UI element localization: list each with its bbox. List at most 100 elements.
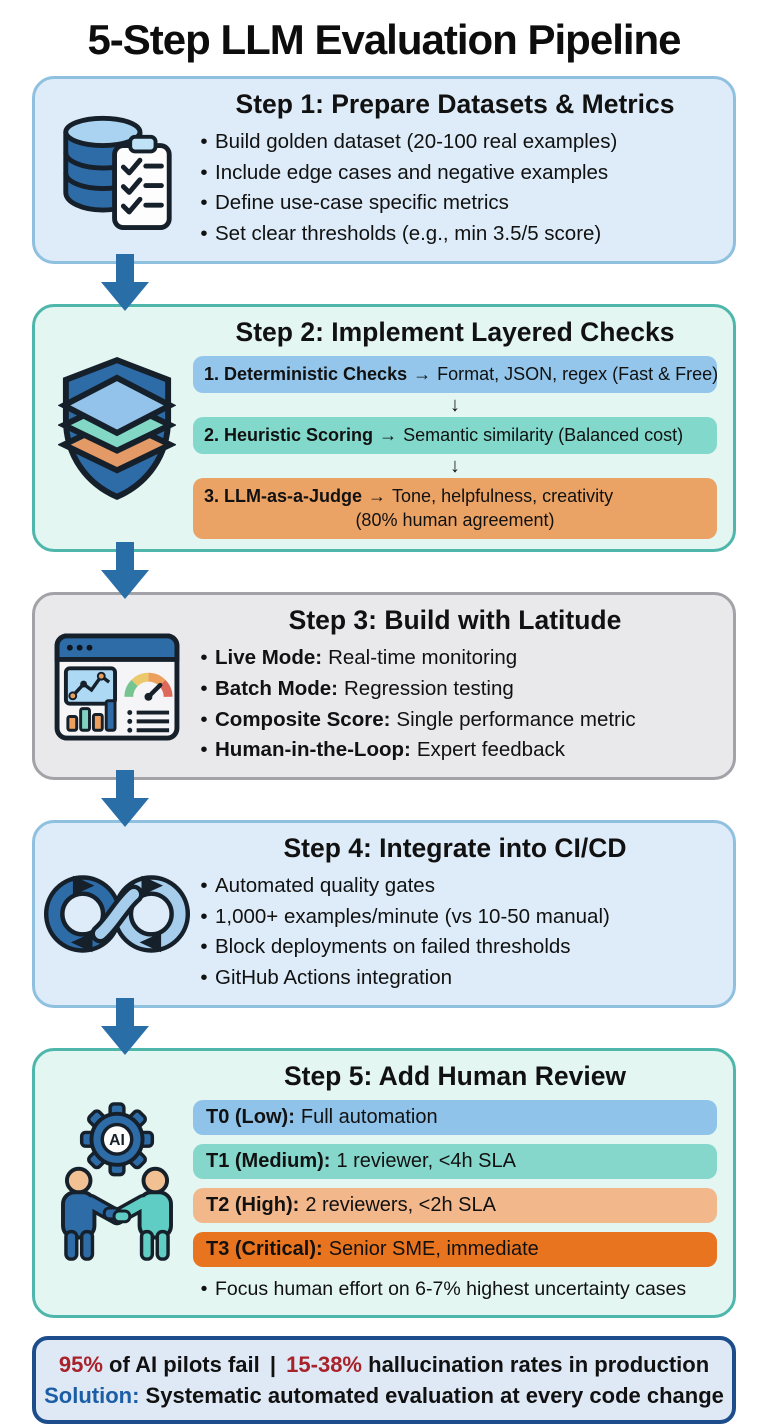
bullet-text: Live Mode:Real-time monitoring: [215, 646, 518, 670]
svg-text:AI: AI: [109, 1132, 125, 1149]
bullet-text: Block deployments on failed thresholds: [215, 935, 571, 959]
bullet-icon: •: [200, 160, 208, 184]
list-item: • Live Mode:Real-time monitoring: [193, 644, 717, 672]
list-item: • Composite Score:Single performance metr…: [193, 706, 717, 734]
tier-text: 1 reviewer, <4h SLA: [336, 1149, 516, 1172]
pill-text: Semantic similarity (Balanced cost): [403, 425, 684, 446]
bullet-icon: •: [200, 707, 208, 731]
pill-label: 2. Heuristic Scoring: [204, 425, 374, 446]
bullet-text: Set clear thresholds (e.g., min 3.5/5 sc…: [215, 222, 602, 246]
step-5-icon-col: AI: [41, 1102, 193, 1264]
list-item: •Focus human effort on 6-7% highest unce…: [193, 1276, 717, 1302]
bullet-icon: •: [200, 646, 208, 670]
flow-arrow-down: [101, 542, 149, 600]
check-pill-deterministic: 1. Deterministic Checks→Format, JSON, re…: [193, 355, 719, 394]
flow-arrow-down: [101, 769, 149, 828]
list-item: • GitHub Actions integration: [193, 964, 717, 992]
tier-t3: T3 (Critical):Senior SME, immediate: [193, 1231, 717, 1267]
tier-label: T0 (Low):: [206, 1105, 295, 1128]
stat-text: of AI pilots fail: [109, 1351, 260, 1377]
infographic: 5-Step LLM Evaluation Pipeline Step 1: P…: [0, 16, 768, 1424]
list-item: • Block deployments on failed thresholds: [193, 933, 717, 961]
page-title: 5-Step LLM Evaluation Pipeline: [87, 16, 681, 63]
bullet-icon: •: [200, 904, 208, 928]
tier-text: Full automation: [300, 1105, 438, 1128]
pill-text: Tone, helpfulness, creativity: [392, 486, 614, 507]
step-4-icon-col: [41, 865, 193, 963]
flow-arrow-down: [101, 253, 149, 312]
bullet-icon: •: [200, 1277, 208, 1300]
handshake-ai-icon: AI: [61, 1102, 173, 1261]
step-4-card: Step 4: Integrate into CI/CD • Automated …: [32, 819, 736, 1008]
bullet-text: 1,000+ examples/minute (vs 10-50 manual): [215, 904, 610, 928]
solution-text: Systematic automated evaluation at every…: [145, 1383, 724, 1409]
list-item: • Automated quality gates: [193, 872, 717, 900]
layered-shield-icon: [58, 356, 176, 501]
step-2-heading: Step 2: Implement Layered Checks: [235, 316, 675, 347]
down-arrow-glyph: ↓: [450, 455, 460, 478]
divider-bar: |: [269, 1351, 277, 1377]
bullet-text: Automated quality gates: [215, 873, 435, 897]
right-arrow-glyph: →: [379, 425, 398, 446]
bullet-text: Build golden dataset (20-100 real exampl…: [215, 130, 618, 153]
bullet-text: Composite Score:Single performance metri…: [215, 707, 636, 731]
list-item: • 1,000+ examples/minute (vs 10-50 manual…: [193, 903, 717, 931]
down-arrow-glyph: ↓: [450, 394, 460, 417]
step-1-heading: Step 1: Prepare Datasets & Metrics: [235, 89, 675, 119]
bullet-icon: •: [200, 676, 208, 700]
bullet-icon: •: [200, 222, 208, 246]
step-4-heading: Step 4: Integrate into CI/CD: [283, 832, 627, 863]
tier-label: T3 (Critical):: [206, 1237, 323, 1260]
tier-t1: T1 (Medium):1 reviewer, <4h SLA: [193, 1143, 717, 1179]
pill-text: Format, JSON, regex (Fast & Free): [437, 363, 719, 384]
database-checklist-icon: [63, 115, 172, 230]
bullet-text: Batch Mode:Regression testing: [215, 676, 514, 700]
step-2-card: Step 2: Implement Layered Checks 1. Dete…: [32, 303, 736, 553]
stats-footer: 95% of AI pilots fail | 15-38% hallucina…: [32, 1335, 736, 1424]
bullet-text: Human-in-the-Loop:Expert feedback: [215, 738, 565, 762]
stat-red: 15-38%: [286, 1351, 362, 1377]
tier-text: 2 reviewers, <2h SLA: [305, 1193, 496, 1216]
pill-label: 1. Deterministic Checks: [204, 363, 408, 384]
bullet-icon: •: [200, 873, 208, 897]
list-item: • Human-in-the-Loop:Expert feedback: [193, 736, 717, 764]
list-item: • Define use-case specific metrics: [193, 189, 717, 217]
right-arrow-glyph: →: [413, 363, 432, 384]
bullet-text: GitHub Actions integration: [215, 965, 453, 989]
pill-label: 3. LLM-as-a-Judge: [204, 486, 363, 507]
solution-line: Solution: Systematic automated evaluatio…: [40, 1380, 728, 1411]
step-2-icon-col: [41, 354, 193, 502]
tier-label: T1 (Medium):: [206, 1149, 331, 1172]
right-arrow-glyph: →: [368, 486, 387, 507]
bullet-icon: •: [200, 738, 208, 762]
step-3-card: Step 3: Build with Latitude • Live Mode:R…: [32, 592, 736, 780]
bullet-icon: •: [200, 965, 208, 989]
bullet-icon: •: [200, 191, 208, 215]
list-item: • Include edge cases and negative example…: [193, 159, 717, 187]
check-pill-llm-judge: 3. LLM-as-a-Judge→Tone, helpfulness, cre…: [193, 478, 717, 540]
step-1-icon-col: [41, 106, 193, 234]
step-1-card: Step 1: Prepare Datasets & Metrics • Buil…: [32, 76, 736, 264]
tier-text: Senior SME, immediate: [328, 1237, 539, 1260]
step-5-heading: Step 5: Add Human Review: [283, 1060, 627, 1091]
stat-red: 95%: [58, 1351, 103, 1377]
list-item: • Batch Mode:Regression testing: [193, 675, 717, 703]
stat-text: hallucination rates in production: [368, 1351, 710, 1377]
tier-t0: T0 (Low):Full automation: [193, 1099, 717, 1135]
list-item: • Build golden dataset (20-100 real examp…: [193, 128, 717, 156]
step-5-card: AI Step 5: Add Human Review: [32, 1047, 736, 1318]
bullet-icon: •: [200, 130, 208, 153]
dashboard-icon: [54, 633, 180, 741]
bullet-text: Include edge cases and negative examples: [215, 160, 609, 184]
tier-label: T2 (High):: [206, 1193, 300, 1216]
check-pill-heuristic: 2. Heuristic Scoring→Semantic similarity…: [193, 417, 717, 455]
pill-text-line2: (80% human agreement): [355, 509, 555, 530]
bullet-text: Define use-case specific metrics: [215, 191, 509, 215]
infinity-devops-icon: [43, 875, 191, 953]
step-3-icon-col: [41, 630, 193, 743]
bullet-icon: •: [200, 935, 208, 959]
tier-t2: T2 (High):2 reviewers, <2h SLA: [193, 1187, 717, 1223]
step-3-heading: Step 3: Build with Latitude: [288, 605, 622, 636]
solution-label: Solution:: [44, 1383, 140, 1409]
list-item: • Set clear thresholds (e.g., min 3.5/5 s…: [193, 220, 717, 248]
